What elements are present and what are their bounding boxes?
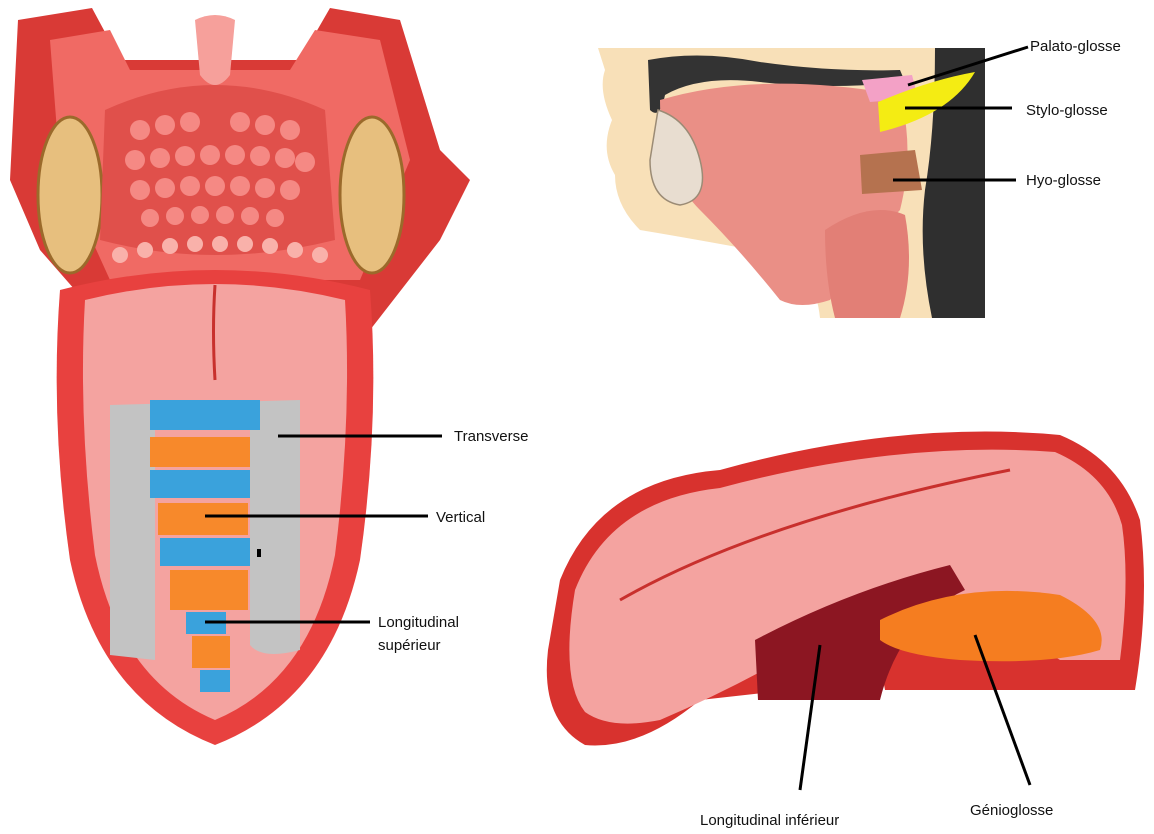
longitudinal-band-5 [200, 670, 230, 692]
longitudinal-band-3 [160, 538, 250, 566]
label-hyo-glosse: Hyo-glosse [1026, 170, 1101, 191]
head-sagittal-view [598, 47, 1028, 318]
label-longitudinal-inferieur: Longitudinal inférieur [700, 810, 839, 831]
label-genioglosse: Génioglosse [970, 800, 1053, 821]
label-stylo-glosse: Stylo-glosse [1026, 100, 1108, 121]
tongue-lateral-view [547, 432, 1144, 790]
longitudinal-band-2 [150, 470, 250, 498]
longitudinal-band-1 [150, 400, 260, 430]
small-dot [257, 549, 261, 557]
tonsil-left [38, 117, 102, 273]
vertical-band-1 [150, 437, 250, 467]
label-transverse: Transverse [454, 426, 528, 447]
label-palato-glosse: Palato-glosse [1030, 36, 1121, 57]
median-groove [214, 285, 216, 380]
hyo-glosse-muscle [860, 150, 922, 194]
uvula [195, 15, 235, 85]
label-longitudinal-superieur-line2: supérieur [378, 635, 441, 656]
tonsil-right [340, 117, 404, 273]
vertical-band-2 [158, 503, 248, 535]
label-longitudinal-superieur-line1: Longitudinal [378, 612, 459, 633]
neck-muscles [825, 210, 909, 318]
label-vertical: Vertical [436, 507, 485, 528]
vertical-band-3 [170, 570, 248, 610]
vertical-band-4 [192, 636, 230, 668]
